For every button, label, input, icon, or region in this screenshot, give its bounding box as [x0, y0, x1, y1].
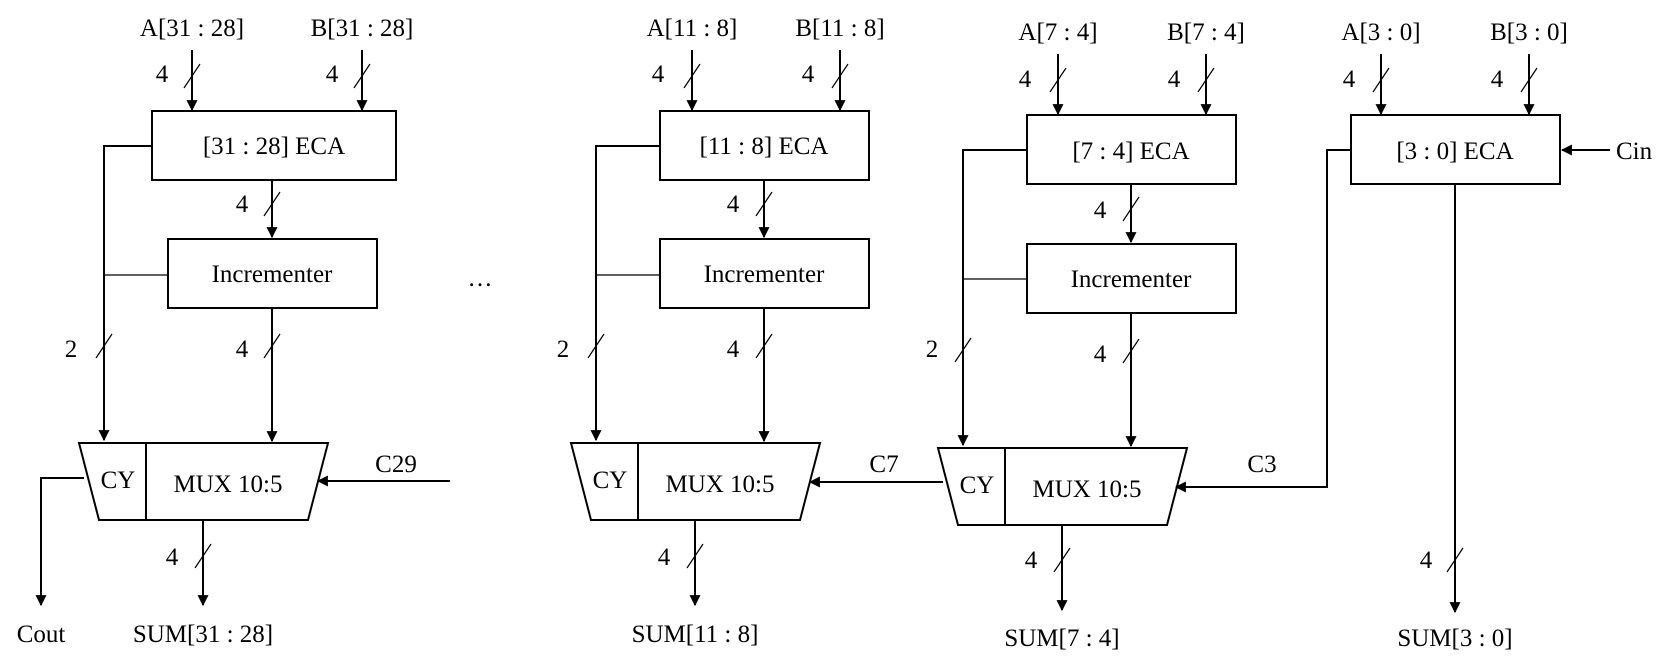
- bus-slash: [683, 63, 701, 89]
- mux-label: MUX 10:5: [665, 471, 774, 498]
- eca-block-31-28: [151, 110, 397, 181]
- wire-carry-in-c3: [1174, 149, 1351, 493]
- bus-slash: [755, 191, 773, 217]
- incrementer-label: Incrementer: [704, 261, 825, 288]
- width-label: 4: [1094, 341, 1107, 368]
- width-label: 4: [727, 336, 740, 363]
- bus-slash: [587, 333, 605, 359]
- bus-slash: [353, 63, 371, 89]
- cy-label: CY: [593, 467, 628, 494]
- input-a-7-4: A[7 : 4]: [1018, 19, 1097, 46]
- input-b-3-0: B[3 : 0]: [1490, 19, 1568, 46]
- bus-slash: [1053, 547, 1071, 573]
- width-label: 4: [156, 61, 169, 88]
- width-label: 4: [1094, 197, 1107, 224]
- carry-in-label-c29: C29: [375, 451, 417, 478]
- bus-slash: [263, 333, 281, 359]
- mux-7-4: [936, 447, 1189, 526]
- wire-carry-bus: [98, 145, 152, 442]
- incrementer-block-31-28: [167, 238, 378, 309]
- block-7-4: A[7 : 4] B[7 : 4] 4 4 [7 : 4] ECA 4 Incr…: [926, 19, 1351, 652]
- ellipsis: …: [468, 265, 493, 292]
- carry-in-label-c3: C3: [1247, 451, 1276, 478]
- bus-slash: [95, 333, 113, 359]
- width-label: 4: [727, 191, 740, 218]
- bus-slash: [1372, 67, 1390, 93]
- mux-11-8: [569, 442, 822, 521]
- mux-label: MUX 10:5: [1032, 476, 1141, 503]
- wire-carry-bus: [957, 149, 1027, 447]
- bus-slash: [263, 191, 281, 217]
- width-label: 2: [557, 336, 570, 363]
- cy-label: CY: [101, 467, 136, 494]
- carry-in-label-c7: C7: [869, 451, 898, 478]
- bus-slash: [954, 337, 972, 363]
- eca-block-7-4: [1026, 114, 1237, 185]
- sum-label-31-28: SUM[31 : 28]: [133, 621, 273, 648]
- width-label: 4: [166, 544, 179, 571]
- width-label: 4: [1168, 66, 1181, 93]
- cin-label: Cin: [1616, 138, 1653, 165]
- wire-cout: [35, 477, 84, 607]
- eca-block-3-0: [1350, 114, 1561, 185]
- eca-label-3-0: [3 : 0] ECA: [1396, 138, 1513, 165]
- sum-label-3-0: SUM[3 : 0]: [1397, 625, 1512, 652]
- bus-slash: [1520, 67, 1538, 93]
- eca-block-11-8: [659, 110, 870, 181]
- incrementer-block-11-8: [659, 238, 870, 309]
- width-label: 2: [65, 336, 78, 363]
- bus-slash: [194, 543, 212, 569]
- width-label: 4: [1025, 547, 1038, 574]
- bus-slash: [831, 63, 849, 89]
- input-b-31-28: B[31 : 28]: [311, 15, 414, 42]
- width-label: 4: [802, 61, 815, 88]
- eca-label-7-4: [7 : 4] ECA: [1072, 138, 1189, 165]
- width-label: 4: [652, 61, 665, 88]
- bus-slash: [183, 63, 201, 89]
- width-label: 2: [926, 336, 939, 363]
- width-label: 4: [236, 191, 249, 218]
- bus-slash: [755, 333, 773, 359]
- cy-label: CY: [960, 472, 995, 499]
- bus-slash: [1197, 67, 1215, 93]
- width-label: 4: [658, 544, 671, 571]
- incrementer-label: Incrementer: [212, 261, 333, 288]
- width-label: 4: [1420, 547, 1433, 574]
- mux-31-28: [77, 442, 330, 521]
- block-3-0: A[3 : 0] B[3 : 0] 4 4 [3 : 0] ECA Cin 4 …: [1341, 19, 1652, 652]
- input-a-3-0: A[3 : 0]: [1341, 19, 1420, 46]
- input-a-11-8: A[11 : 8]: [647, 15, 738, 42]
- block-11-8: A[11 : 8] B[11 : 8] 4 4 [11 : 8] ECA 4 I…: [557, 15, 943, 648]
- bus-slash: [1446, 547, 1464, 573]
- input-a-31-28: A[31 : 28]: [140, 15, 244, 42]
- bus-slash: [1049, 67, 1067, 93]
- width-label: 4: [1343, 66, 1356, 93]
- bus-slash: [1122, 196, 1140, 222]
- wire-carry-bus: [590, 145, 660, 442]
- sum-label-7-4: SUM[7 : 4]: [1004, 625, 1119, 652]
- carry-out-label: Cout: [17, 621, 66, 648]
- mux-label: MUX 10:5: [173, 471, 282, 498]
- bus-slash: [686, 543, 704, 569]
- bus-slash: [1122, 338, 1140, 364]
- eca-label-11-8: [11 : 8] ECA: [700, 133, 829, 160]
- width-label: 4: [1491, 66, 1504, 93]
- block-31-28: A[31 : 28] B[31 : 28] 4 4 [31 : 28] ECA …: [17, 15, 450, 648]
- width-label: 4: [326, 61, 339, 88]
- input-b-11-8: B[11 : 8]: [795, 15, 884, 42]
- width-label: 4: [1019, 66, 1032, 93]
- width-label: 4: [236, 336, 249, 363]
- sum-label-11-8: SUM[11 : 8]: [632, 621, 759, 648]
- incrementer-label: Incrementer: [1071, 266, 1192, 293]
- eca-label-31-28: [31 : 28] ECA: [203, 133, 345, 160]
- input-b-7-4: B[7 : 4]: [1167, 19, 1245, 46]
